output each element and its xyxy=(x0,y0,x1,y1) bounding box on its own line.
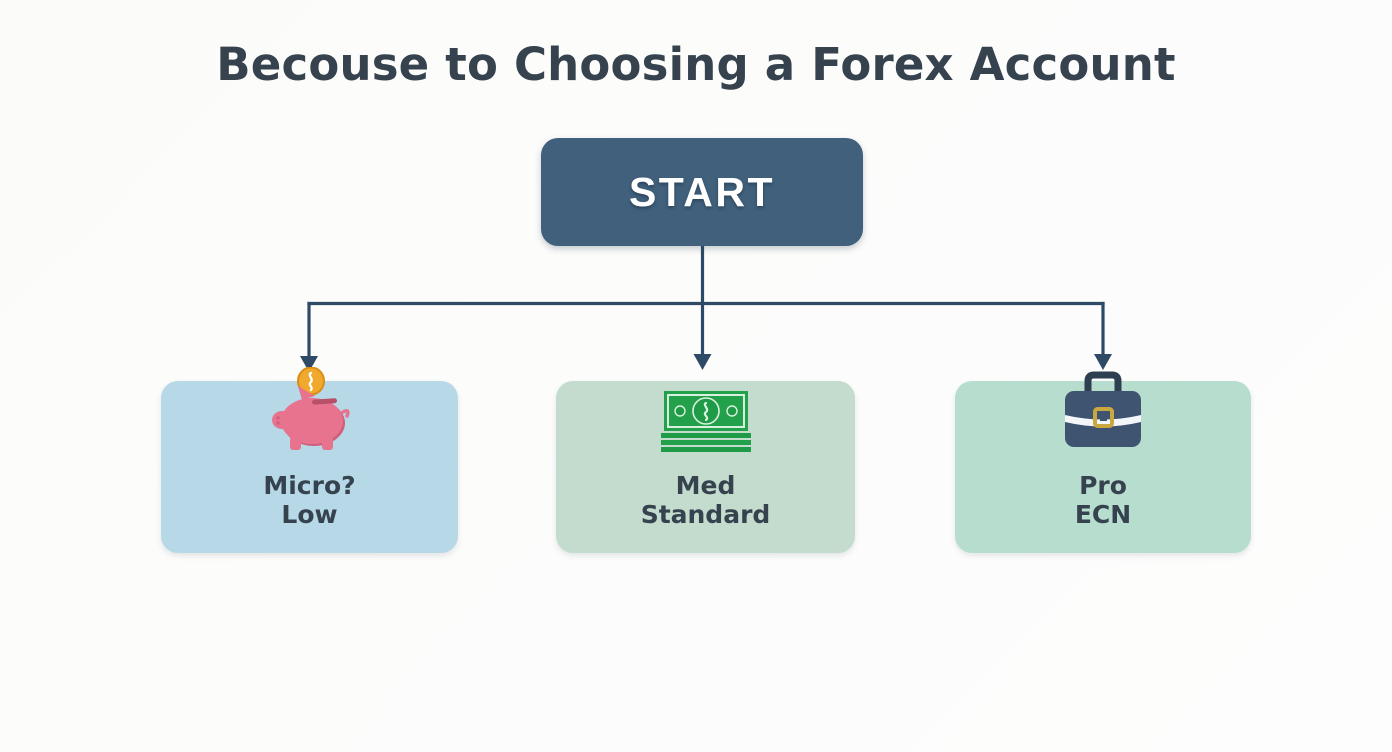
branch-card-pro-text: Pro ECN xyxy=(955,471,1251,529)
branch-card-pro[interactable]: Pro ECN xyxy=(955,371,1251,553)
branch-card-standard-text: Med Standard xyxy=(556,471,855,529)
start-node[interactable]: START xyxy=(541,138,863,246)
branch-card-micro[interactable]: Micro? Low xyxy=(161,367,458,553)
branch-card-standard-line2: Standard xyxy=(640,500,771,529)
piggy-bank-icon xyxy=(161,367,458,453)
branch-card-standard-line1: Med xyxy=(675,471,736,500)
briefcase-icon xyxy=(955,369,1251,453)
page-title: Becouse to Choosing a Forex Account xyxy=(216,38,1176,91)
branch-card-micro-line1: Micro? xyxy=(263,471,356,500)
banknotes-icon xyxy=(556,389,855,455)
branch-card-micro-text: Micro? Low xyxy=(161,471,458,529)
start-node-label: START xyxy=(628,168,776,215)
branch-card-pro-line2: ECN xyxy=(1074,500,1132,529)
branch-card-pro-line1: Pro xyxy=(1079,471,1127,500)
arrowhead-standard xyxy=(693,354,712,370)
branch-card-micro-line2: Low xyxy=(281,500,338,529)
branch-card-standard[interactable]: Med Standard xyxy=(556,381,855,553)
arrowhead-pro xyxy=(1094,354,1112,370)
